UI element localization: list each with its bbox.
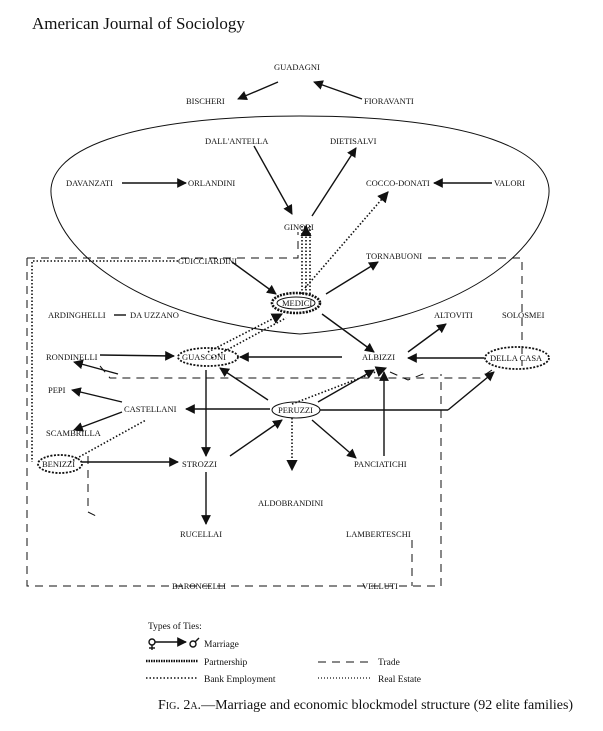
node-benizzi: BENIZZI xyxy=(42,459,75,469)
legend-title: Types of Ties: xyxy=(148,621,202,632)
node-ardinghelli: ARDINGHELLI xyxy=(48,310,106,320)
node-velluti: VELLUTI xyxy=(362,581,398,591)
node-lamberteschi: LAMBERTESCHI xyxy=(346,529,411,539)
node-davanzati: DAVANZATI xyxy=(66,178,113,188)
node-panciatichi: PANCIATICHI xyxy=(354,459,407,469)
bank-ties xyxy=(31,191,389,472)
figure-number: Fig. 2a. xyxy=(158,698,202,713)
node-valori: VALORI xyxy=(494,178,525,188)
node-pepi: PEPI xyxy=(48,385,66,395)
legend-partnership: Partnership xyxy=(204,658,248,668)
node-dallantella: DALL'ANTELLA xyxy=(205,136,269,146)
node-scambrilla: SCAMBRILLA xyxy=(46,428,102,438)
node-albizzi: ALBIZZI xyxy=(362,352,395,362)
node-cocco-donati: COCCO-DONATI xyxy=(366,178,430,188)
medici-block-ellipse xyxy=(50,115,550,335)
node-fioravanti: FIORAVANTI xyxy=(364,96,414,106)
node-medici: MEDICI xyxy=(282,298,312,308)
legend-trade: Trade xyxy=(378,658,400,668)
node-rondinelli: RONDINELLI xyxy=(46,352,98,362)
legend-marriage-symbol xyxy=(148,637,200,650)
node-rucellai: RUCELLAI xyxy=(180,529,222,539)
node-guadagni: GUADAGNI xyxy=(274,62,320,72)
node-altoviti: ALTOVITI xyxy=(434,310,473,320)
figure-caption-text: —Marriage and economic blockmodel struct… xyxy=(201,698,574,713)
marriage-ties xyxy=(71,80,495,525)
node-ovals xyxy=(37,291,550,474)
node-aldobrandini: ALDOBRANDINI xyxy=(258,498,323,508)
figure-caption: Fig. 2a.—Marriage and economic blockmode… xyxy=(158,698,573,714)
node-della-casa: DELLA CASA xyxy=(490,353,543,363)
node-da-uzzano: DA UZZANO xyxy=(130,310,179,320)
node-solosmei: SOLOSMEI xyxy=(502,310,545,320)
node-ginori: GINORI xyxy=(284,222,314,232)
node-bischeri: BISCHERI xyxy=(186,96,225,106)
legend-marriage: Marriage xyxy=(204,640,239,650)
node-castellani: CASTELLANI xyxy=(124,404,177,414)
journal-header: American Journal of Sociology xyxy=(32,14,245,33)
legend: Types of Ties: Marriage Partnership Bank… xyxy=(146,621,421,685)
node-tornabuoni: TORNABUONI xyxy=(366,251,422,261)
legend-realestate: Real Estate xyxy=(378,675,421,685)
node-peruzzi: PERUZZI xyxy=(278,405,313,415)
node-guasconi: GUASCONI xyxy=(182,352,226,362)
node-strozzi: STROZZI xyxy=(182,459,217,469)
node-baroncelli: BARONCELLI xyxy=(172,581,226,591)
node-guicciardini: GUICCIARDINI xyxy=(178,256,237,266)
legend-bank: Bank Employment xyxy=(204,675,276,685)
node-dietisalvi: DIETISALVI xyxy=(330,136,377,146)
trade-region xyxy=(26,232,523,587)
node-orlandini: ORLANDINI xyxy=(188,178,235,188)
